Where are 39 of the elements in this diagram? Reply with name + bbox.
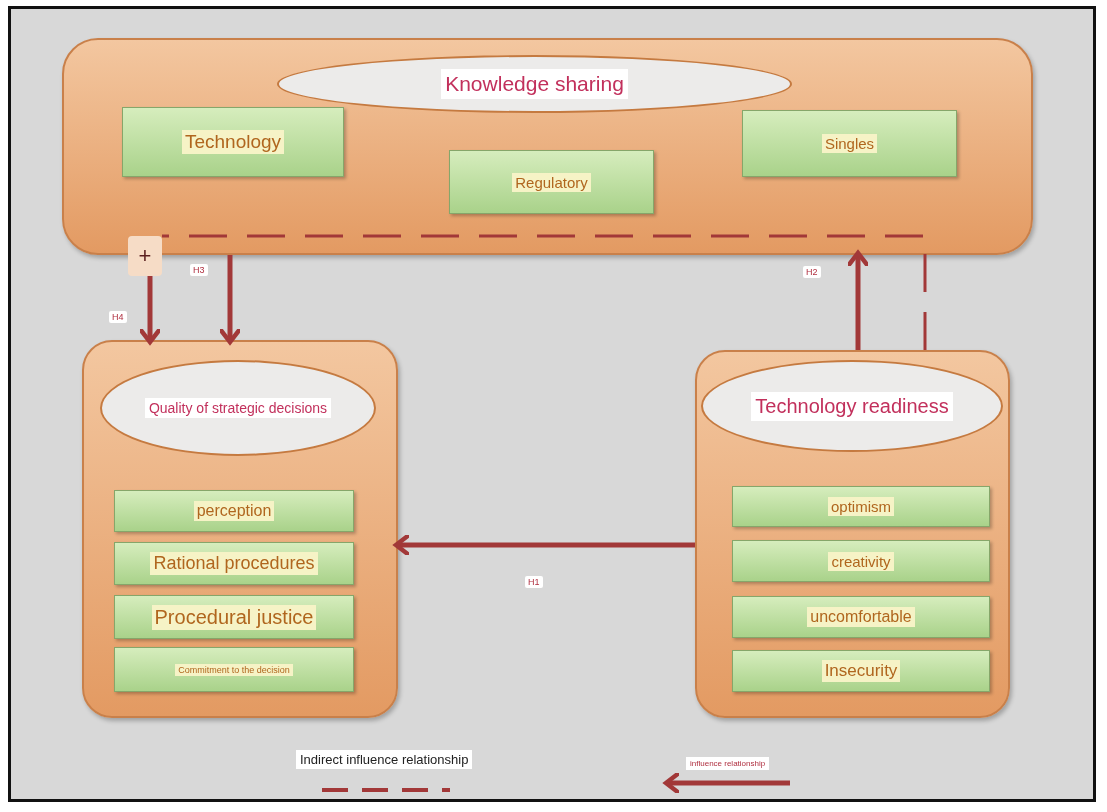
factor-label: uncomfortable [807, 607, 915, 627]
group-panel [695, 350, 1010, 718]
factor-box [114, 490, 354, 532]
factor-box [449, 150, 654, 214]
edge-label: H1 [525, 576, 543, 588]
factor-label: optimism [828, 497, 894, 516]
arrow [137, 276, 163, 345]
edge-label: H4 [109, 311, 127, 323]
dashed-connector [162, 234, 927, 350]
arrow [217, 255, 243, 345]
factor-box [114, 595, 354, 639]
factor-label: creativity [828, 551, 894, 571]
legend-label: Indirect influence relationship [296, 750, 473, 769]
factor-label: Insecurity [821, 660, 901, 682]
edge-label: H2 [803, 266, 821, 278]
factor-label: perception [193, 501, 275, 521]
panel-heading: Quality of strategic decisions [144, 397, 332, 419]
factor-box [122, 107, 344, 177]
factor-box [742, 110, 957, 177]
factor-label: Technology [181, 130, 285, 154]
factor-box [732, 650, 990, 692]
legend-label: influence relationship [686, 757, 770, 770]
group-panel [82, 340, 398, 718]
factor-box [732, 540, 990, 582]
factor-box [114, 542, 354, 585]
arrow [393, 532, 695, 558]
factor-label: Rational procedures [150, 552, 318, 575]
edge-label: H3 [190, 264, 208, 276]
factor-label: Procedural justice [151, 604, 317, 630]
panel-heading: Knowledge sharing [441, 68, 628, 100]
arrow [845, 250, 871, 350]
plus-sign: + [128, 236, 162, 276]
factor-label: Regulatory [512, 172, 591, 192]
factor-label: Commitment to the decision [175, 663, 293, 676]
panel-heading: Technology readiness [751, 391, 953, 421]
factor-box [114, 647, 354, 692]
factor-box [732, 596, 990, 638]
factor-label: Singles [821, 134, 878, 153]
factor-box [732, 486, 990, 527]
